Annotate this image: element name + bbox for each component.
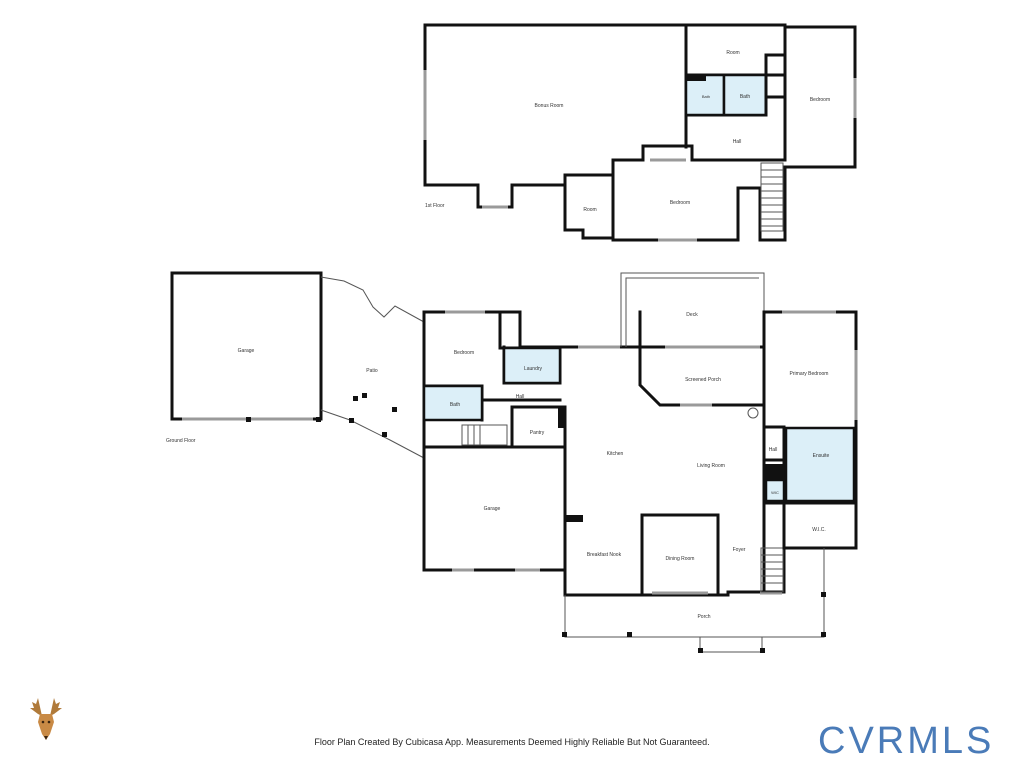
upper-bath-small — [684, 73, 726, 117]
cvrmls-logo-icon: CVRMLS — [818, 714, 1024, 764]
room-label-bedroom-right: Bedroom — [810, 97, 830, 103]
post — [698, 648, 703, 653]
post — [382, 432, 387, 437]
deck-outline — [620, 272, 765, 347]
room-label-living-room: Living Room — [697, 463, 725, 469]
room-label-hall-left: Hall — [516, 394, 525, 400]
room-label-room-small: Room — [583, 207, 596, 213]
upper-interior-walls — [563, 23, 787, 240]
room-label-wic-small: WIC — [771, 490, 779, 495]
patio-outline — [320, 276, 425, 459]
ground-stairs-left — [461, 424, 508, 446]
room-label-laundry: Laundry — [524, 366, 543, 372]
room-label-primary-bedroom: Primary Bedroom — [790, 371, 829, 377]
post — [353, 396, 358, 401]
room-label-screened-porch: Screened Porch — [685, 377, 721, 383]
ground-bath — [422, 384, 484, 422]
post — [246, 417, 251, 422]
post — [392, 407, 397, 412]
post — [362, 393, 367, 398]
post — [349, 418, 354, 423]
room-label-bedroom: Bedroom — [454, 350, 474, 356]
ground-floor: Garage Patio Bedroom Laundry Bath Hall P… — [166, 271, 858, 653]
room-label-wic: W.I.C. — [812, 527, 826, 533]
detached-garage-wall — [170, 271, 323, 421]
floor-label-upper: 1st Floor — [425, 203, 445, 209]
room-label-bath: Bath — [450, 402, 461, 408]
screened-porch-wall — [638, 310, 766, 594]
room-label-porch: Porch — [697, 614, 710, 620]
fridge-block — [558, 408, 565, 428]
room-label-bedroom-mid: Bedroom — [670, 200, 690, 206]
post — [760, 648, 765, 653]
room-label-bath: Bath — [740, 94, 751, 100]
counter-block — [565, 515, 583, 522]
room-label-breakfast-nook: Breakfast Nook — [587, 552, 622, 558]
room-label-bonus-room: Bonus Room — [535, 103, 564, 109]
room-label-foyer: Foyer — [733, 547, 746, 553]
footer-disclaimer: Floor Plan Created By Cubicasa App. Meas… — [314, 737, 710, 747]
ensuite — [784, 426, 856, 503]
room-label-garage-detached: Garage — [238, 348, 255, 354]
laundry-room — [502, 346, 562, 385]
room-label-dining-room: Dining Room — [666, 556, 695, 562]
room-label-bath-small: Bath — [702, 94, 710, 99]
dining-walls — [640, 513, 720, 595]
post — [627, 632, 632, 637]
room-label-ensuite: Ensuite — [813, 453, 830, 459]
fixture — [747, 407, 759, 419]
room-label-hall-right: Hall — [769, 447, 778, 453]
post — [316, 417, 321, 422]
upper-counter — [686, 75, 706, 81]
room-label-hall: Hall — [733, 139, 742, 145]
post — [821, 592, 826, 597]
deer-head-icon — [30, 698, 62, 740]
room-label-kitchen: Kitchen — [607, 451, 624, 457]
upper-closet — [764, 53, 787, 117]
room-label-room-top: Room — [726, 50, 739, 56]
brand-name: CVRMLS — [818, 720, 995, 762]
primary-suite-walls — [762, 425, 858, 550]
floor-label-ground: Ground Floor — [166, 438, 196, 444]
ground-stairs-foyer — [760, 547, 784, 593]
room-label-patio: Patio — [366, 368, 378, 374]
post — [821, 632, 826, 637]
post — [562, 632, 567, 637]
room-label-deck: Deck — [686, 312, 698, 318]
upper-floor: Bonus Room Room Bath Bath Bedroom Hall R… — [423, 23, 857, 242]
room-label-pantry: Pantry — [530, 430, 545, 436]
wic-block — [764, 464, 784, 480]
room-label-garage: Garage — [484, 506, 501, 512]
upper-stairs — [760, 162, 784, 232]
